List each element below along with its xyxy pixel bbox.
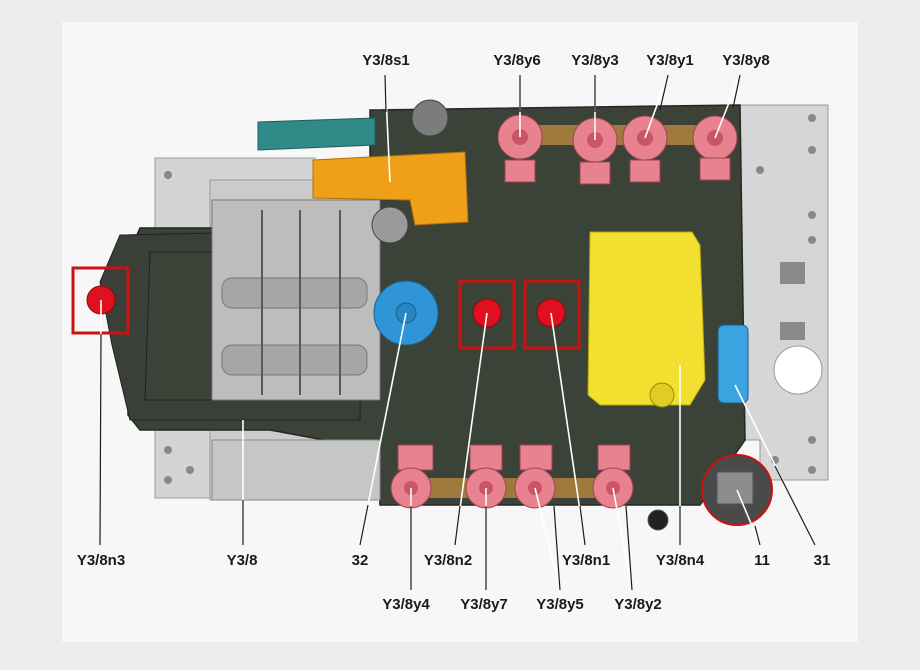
solenoid-y38y4: [390, 444, 434, 509]
valve-plate-right: [739, 104, 829, 481]
leader-11: [736, 489, 761, 546]
valve-body: [211, 199, 381, 501]
leader-y38y5: [534, 487, 561, 591]
orange-connector: [312, 151, 469, 226]
solenoid-y38y5: [514, 444, 556, 509]
solenoid-y38y2: [592, 444, 634, 509]
label-11: 11: [754, 552, 770, 569]
label-y38y8: Y3/8y8: [722, 52, 770, 69]
fitting-top: [411, 99, 449, 137]
fitting-mid: [371, 206, 409, 244]
label-y38s1: Y3/8s1: [362, 52, 410, 69]
label-32: 32: [351, 552, 369, 569]
teal-tab: [257, 117, 376, 151]
yellow-module-fitting: [649, 382, 675, 408]
leader-y38y8: [714, 74, 741, 139]
leader-y38y1: [644, 74, 669, 139]
label-y38y6: Y3/8y6: [493, 52, 541, 69]
leader-y38y2: [612, 487, 633, 591]
highlight-box-y38n2: [458, 279, 516, 350]
leader-y38n1: [550, 312, 586, 546]
yellow-module: [587, 231, 706, 406]
label-y38y5: Y3/8y5: [536, 596, 584, 613]
top-solenoid-bracket: [505, 125, 730, 145]
label-y38y4: Y3/8y4: [382, 596, 430, 613]
leader-lines-outside: [99, 74, 816, 591]
label-y38n1: Y3/8n1: [561, 552, 611, 569]
highlight-box-y38n1: [523, 279, 581, 350]
label-y38y2: Y3/8y2: [614, 596, 662, 613]
bolt-bottom: [647, 509, 669, 531]
label-y38: Y3/8: [226, 552, 258, 569]
label-y38y3: Y3/8y3: [571, 52, 619, 69]
blue-sensor-31: [717, 324, 749, 404]
label-31: 31: [813, 552, 831, 569]
label-y38n4: Y3/8n4: [655, 552, 705, 569]
label-y38y7: Y3/8y7: [460, 596, 508, 613]
label-y38n3: Y3/8n3: [76, 552, 126, 569]
solenoid-y38y1: [622, 115, 668, 183]
solenoid-y38y8: [692, 115, 738, 181]
label-y38n2: Y3/8n2: [423, 552, 473, 569]
label-y38y1: Y3/8y1: [646, 52, 694, 69]
